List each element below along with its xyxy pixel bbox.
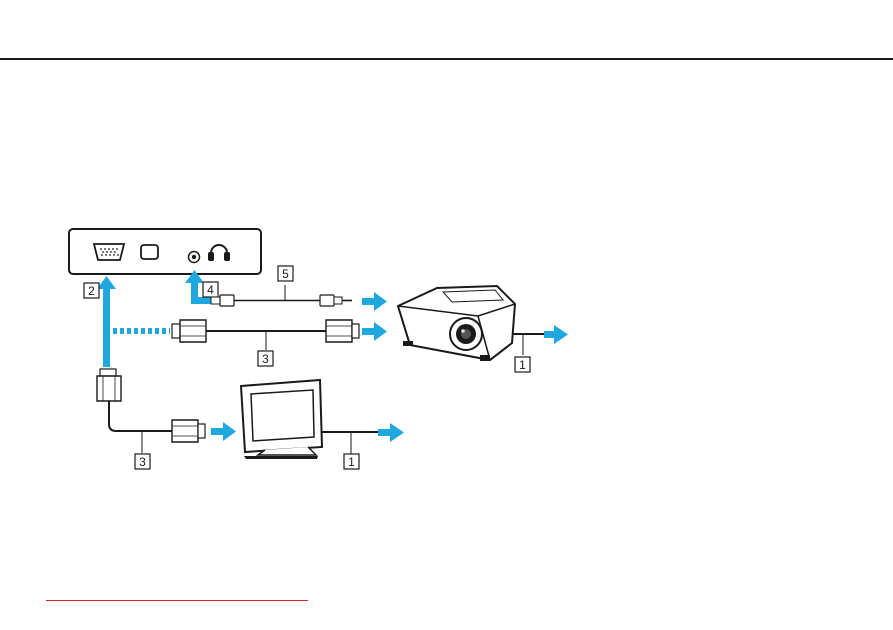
callout-display-cable-monitor: 3 (135, 454, 150, 469)
callout-1-monitor-label: 1 (348, 455, 355, 469)
projector-power-cord (512, 325, 568, 355)
monitor-icon (241, 380, 322, 459)
callout-audio-cable: 5 (278, 266, 293, 281)
callout-1-label: 1 (519, 358, 526, 372)
callout-power-cord-projector: 1 (515, 357, 530, 372)
monitor-power-cord (322, 423, 404, 454)
display-cable-projector (172, 320, 359, 350)
port-panel (69, 229, 261, 274)
callout-vga-port: 2 (84, 283, 99, 298)
callout-4-label: 4 (207, 283, 214, 297)
vga-connection-arrow (97, 276, 116, 367)
video-to-monitor-arrow (211, 422, 236, 441)
vga-port-icon (94, 244, 124, 260)
hdmi-port-icon (141, 245, 158, 259)
callout-headphones-port: 4 (203, 282, 218, 297)
video-to-projector-arrow (362, 322, 387, 341)
audio-cable (211, 285, 352, 306)
callout-2-label: 2 (88, 284, 95, 298)
callout-3-label: 3 (262, 352, 269, 366)
microphone-jack-icon (189, 252, 200, 263)
callout-display-cable-projector: 3 (258, 351, 273, 366)
callout-5-label: 5 (282, 267, 289, 281)
display-cable-monitor (109, 401, 205, 453)
vga-connector (97, 369, 121, 401)
audio-to-projector-arrow (362, 292, 387, 311)
callout-power-cord-monitor: 1 (344, 454, 359, 469)
callout-3-monitor-label: 3 (139, 455, 146, 469)
projector-icon (398, 286, 515, 361)
footer-link-underline[interactable] (46, 600, 308, 601)
